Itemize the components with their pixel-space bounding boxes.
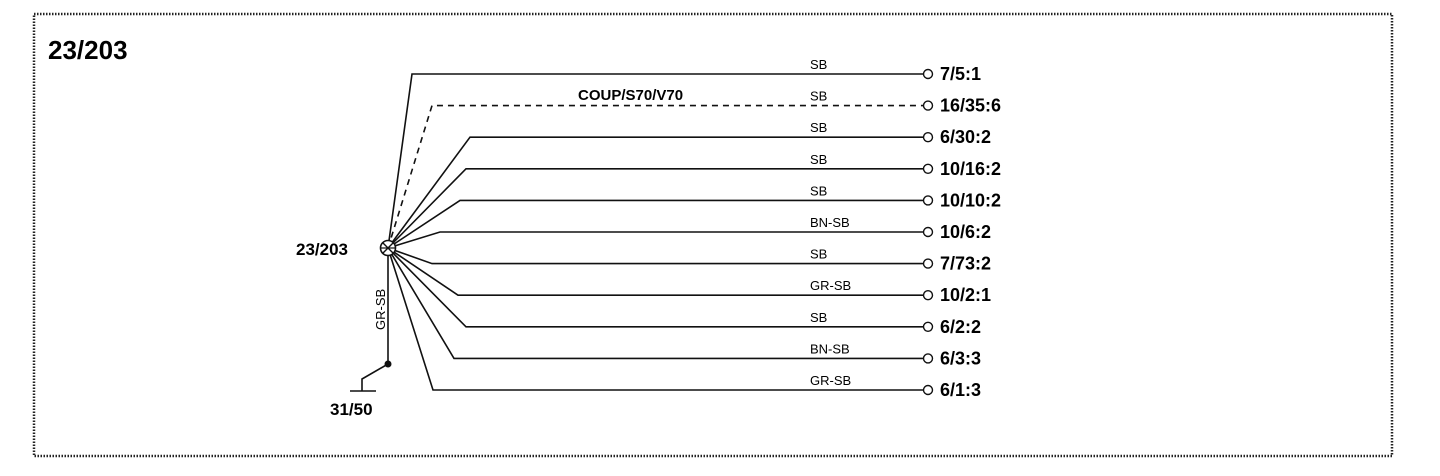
wire-color-label: SB: [810, 57, 827, 72]
terminal-9: [922, 353, 934, 364]
wire-3: [387, 168, 923, 249]
wire-6: [387, 247, 923, 265]
terminal-1: [922, 100, 934, 111]
ground-wire-color-label: GR-SB: [373, 289, 388, 330]
wire-0: [387, 73, 923, 249]
terminal-2: [922, 131, 934, 143]
wire-destination-label: 10/16:2: [940, 159, 1001, 179]
terminal-3: [922, 163, 934, 175]
wire-color-label: GR-SB: [810, 373, 851, 388]
variant-label: COUP/S70/V70: [578, 87, 683, 104]
ground-label: 31/50: [330, 400, 373, 419]
wire-destination-label: 10/2:1: [940, 285, 991, 305]
wire-destination-label: 16/35:6: [940, 96, 1001, 116]
wire-destination-label: 6/30:2: [940, 127, 991, 147]
diagram-title: 23/203: [48, 35, 128, 65]
terminal-4: [922, 195, 934, 206]
wire-2: [387, 136, 923, 249]
wire-color-label: BN-SB: [810, 215, 850, 230]
wire-destination-label: 7/73:2: [940, 254, 991, 274]
wire-color-label: SB: [810, 310, 827, 325]
wire-color-label: SB: [810, 120, 827, 135]
junction-label: 23/203: [296, 240, 348, 259]
ground-symbol: [350, 363, 389, 392]
junction-node: [379, 239, 397, 257]
wire-destination-label: 6/2:2: [940, 317, 981, 337]
terminal-10: [922, 384, 934, 396]
wire-destination-label: 6/3:3: [940, 348, 981, 368]
wire-color-label: SB: [810, 183, 827, 198]
wire-1: [387, 104, 923, 249]
terminal-7: [922, 290, 934, 301]
wire-color-label: SB: [810, 152, 827, 167]
wire-4: [387, 199, 923, 249]
diagram-frame: [32, 12, 1394, 458]
wire-color-label: GR-SB: [810, 278, 851, 293]
wire-5: [387, 231, 923, 249]
wire-9: [387, 247, 923, 360]
wire-destination-label: 6/1:3: [940, 380, 981, 400]
terminal-6: [922, 258, 934, 269]
wire-destination-label: 10/10:2: [940, 190, 1001, 210]
wire-color-label: BN-SB: [810, 341, 850, 356]
wire-8: [387, 247, 923, 328]
wire-destination-label: 10/6:2: [940, 222, 991, 242]
wire-destination-label: 7/5:1: [940, 64, 981, 84]
terminal-0: [922, 68, 934, 80]
wire-color-label: SB: [810, 247, 827, 262]
wire-7: [387, 247, 923, 296]
terminal-8: [922, 321, 934, 332]
terminal-5: [922, 226, 934, 238]
wire-10: [387, 247, 923, 391]
wire-color-label: SB: [810, 89, 827, 104]
